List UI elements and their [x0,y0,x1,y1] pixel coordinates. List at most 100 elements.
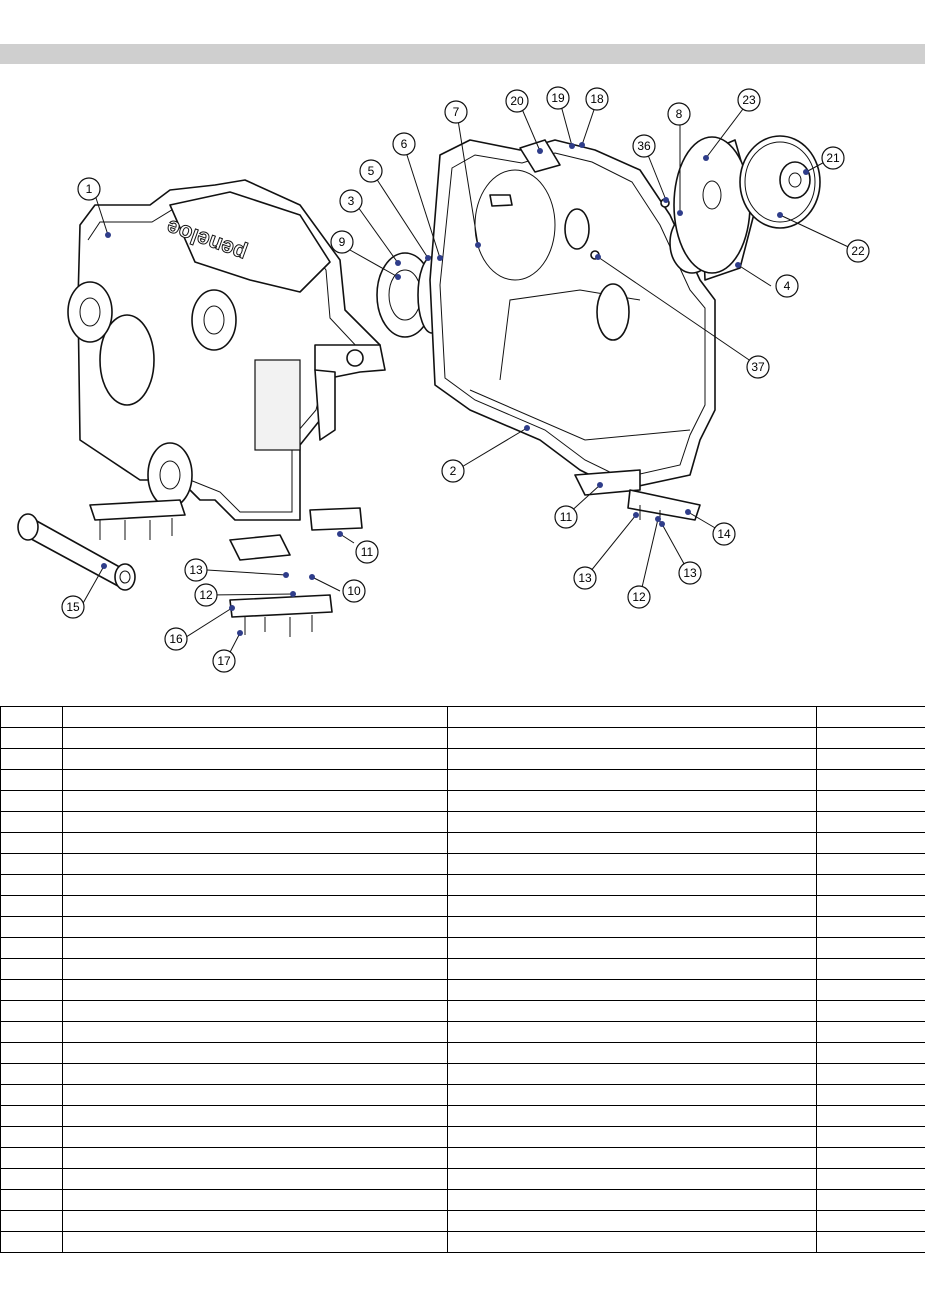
table-row [0,1000,925,1022]
main-housing [429,139,716,525]
table-cell [0,790,63,812]
table-cell [447,895,817,917]
leader-lines [81,97,858,661]
table-cell [816,1000,925,1022]
svg-text:17: 17 [217,654,231,668]
table-row [0,811,925,833]
table-cell [816,1126,925,1148]
table-cell [0,874,63,896]
callout-2: 2 [441,459,465,483]
table-row [0,1210,925,1232]
table-cell [62,874,448,896]
table-cell [816,1105,925,1127]
table-cell [816,790,925,812]
svg-text:37: 37 [751,360,765,374]
svg-text:6: 6 [401,137,408,151]
table-cell [0,1042,63,1064]
table-row [0,874,925,896]
table-cell [0,769,63,791]
svg-text:14: 14 [717,527,731,541]
callout-5: 5 [359,159,383,183]
table-row [0,1105,925,1127]
table-cell [0,1084,63,1106]
end-cap-parts [590,135,821,281]
table-cell [816,853,925,875]
table-cell [62,832,448,854]
table-cell [62,958,448,980]
table-cell [816,1231,925,1253]
table-cell [0,979,63,1001]
table-cell [816,916,925,938]
table-cell [447,748,817,770]
callout-18: 18 [585,87,609,111]
table-cell [816,979,925,1001]
table-cell [0,937,63,959]
callout-12-right: 12 [627,585,651,609]
exploded-view-drawing: peneloe [0,80,925,690]
table-cell [0,853,63,875]
table-cell [447,916,817,938]
table-cell [447,958,817,980]
front-cover: peneloe [67,179,386,521]
table-cell [0,1210,63,1232]
svg-text:13: 13 [578,571,592,585]
callout-16: 16 [164,627,188,651]
table-row [0,1063,925,1085]
table-cell [447,853,817,875]
table-cell [0,1126,63,1148]
table-cell [62,1063,448,1085]
table-cell [62,1210,448,1232]
svg-text:18: 18 [590,92,604,106]
table-cell [62,727,448,749]
svg-text:11: 11 [560,510,573,524]
table-cell [447,1189,817,1211]
table-cell [62,1042,448,1064]
table-row [0,1231,925,1253]
table-cell [447,811,817,833]
table-cell [816,727,925,749]
table-cell [816,832,925,854]
table-cell [816,1063,925,1085]
callout-13-left: 13 [184,558,208,582]
callout-4: 4 [775,274,799,298]
svg-text:20: 20 [510,94,524,108]
svg-text:13: 13 [189,563,203,577]
table-cell [447,790,817,812]
table-cell [447,1042,817,1064]
table-cell [447,1021,817,1043]
svg-text:11: 11 [361,545,374,559]
table-cell [0,811,63,833]
callout-37: 37 [746,355,770,379]
table-cell [447,937,817,959]
table-cell [447,1231,817,1253]
table-cell [0,1231,63,1253]
table-cell [0,895,63,917]
table-row [0,1042,925,1064]
table-cell [0,1105,63,1127]
table-cell [447,1168,817,1190]
table-row [0,790,925,812]
table-cell [816,958,925,980]
callout-3: 3 [339,189,363,213]
table-cell [816,769,925,791]
table-cell [62,1231,448,1253]
table-cell [816,1168,925,1190]
callout-17: 17 [212,649,236,673]
col-header-code [816,706,925,728]
table-cell [62,1000,448,1022]
table-cell [62,895,448,917]
table-cell [816,1084,925,1106]
table-cell [816,1042,925,1064]
callout-15: 15 [61,595,85,619]
table-row [0,1147,925,1169]
svg-text:7: 7 [453,105,460,119]
table-cell [447,832,817,854]
table-cell [0,748,63,770]
callout-12-left: 12 [194,583,218,607]
table-row [0,895,925,917]
table-cell [816,811,925,833]
svg-text:4: 4 [784,279,791,293]
svg-text:23: 23 [742,93,756,107]
table-cell [447,1084,817,1106]
table-cell [447,727,817,749]
